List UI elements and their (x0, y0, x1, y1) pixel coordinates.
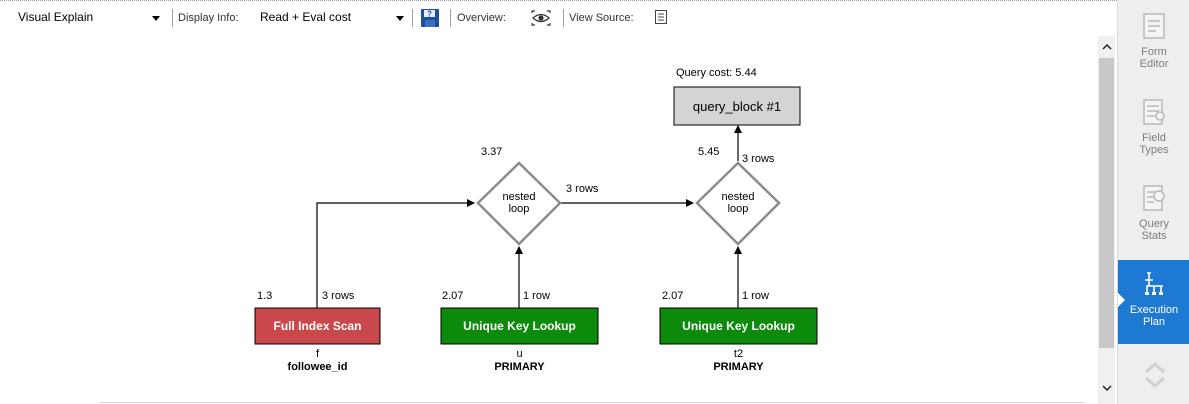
unique-key-lookup-u-shape (440, 307, 599, 345)
view-source-label: View Source: (569, 12, 634, 24)
view-select[interactable]: Visual Explain (18, 10, 94, 24)
scroll-up-arrow-icon[interactable] (1098, 38, 1115, 55)
panel-label-line: Field (1142, 132, 1166, 144)
key-name-primary-t2: PRIMARY (713, 361, 764, 373)
display-info-chevron-down-icon[interactable] (396, 16, 404, 21)
nested-loop-1-shape (476, 161, 562, 246)
execution-plan-diagram (254, 86, 818, 345)
full-index-scan-rows: 3 rows (322, 290, 355, 302)
panel-label-line: Plan (1142, 316, 1166, 328)
panel-label-line: Editor (1139, 58, 1169, 70)
nested-loop-2-shape (695, 161, 781, 246)
field-types-icon (1143, 99, 1165, 125)
toolbar-separator (412, 9, 413, 27)
toolbar: Visual Explain Display Info: Read + Eval… (0, 1, 1110, 35)
top-border (0, 0, 1189, 1)
nested-loop-2-label-line2: loop (727, 203, 749, 215)
canvas-bottom-border (100, 402, 1085, 403)
display-info-select[interactable]: Read + Eval cost (260, 10, 352, 24)
nested-loop-2-rows: 3 rows (742, 153, 775, 165)
lookup-u-rows: 1 row (523, 290, 550, 302)
panel-label-line: Query (1139, 218, 1169, 230)
view-select-chevron-down-icon[interactable] (152, 16, 160, 21)
document-icon[interactable] (655, 10, 667, 24)
edge-full-index-scan-to-loop1 (316, 199, 475, 308)
vertical-scrollbar[interactable] (1098, 36, 1115, 404)
panel-label-field-types: Field Types (1118, 132, 1189, 156)
side-panel: Form Editor Field Types Query Stats (1117, 0, 1189, 404)
toolbar-separator (172, 9, 173, 27)
full-index-scan-node[interactable]: Full Index Scan (273, 319, 362, 333)
panel-label-line: Types (1139, 144, 1169, 156)
toolbar-separator (563, 9, 564, 27)
eye-icon[interactable] (530, 10, 552, 26)
unique-key-lookup-u-node[interactable]: Unique Key Lookup (463, 319, 576, 333)
nested-loop-1-rows: 3 rows (566, 183, 599, 195)
unique-key-lookup-t2-node[interactable]: Unique Key Lookup (682, 319, 795, 333)
form-editor-icon (1143, 13, 1165, 39)
lookup-t2-rows: 1 row (742, 290, 769, 302)
unique-key-lookup-t2-shape (659, 307, 818, 345)
full-index-scan-cost: 1.3 (257, 290, 273, 302)
panel-item-field-types[interactable]: Field Types (1118, 88, 1189, 172)
panel-label-line: Form (1141, 46, 1167, 58)
visual-explain-canvas: Query cost: 5.44 query_block #1 3.37 nes… (0, 36, 1098, 404)
panel-label-line: Execution (1129, 304, 1179, 316)
toolbar-separator (450, 9, 451, 27)
lookup-t2-cost: 2.07 (662, 290, 684, 302)
active-pointer-icon (1118, 293, 1125, 307)
scrollbar-thumb[interactable] (1099, 58, 1114, 348)
panel-item-form-editor[interactable]: Form Editor (1118, 2, 1189, 86)
query-block-label[interactable]: query_block #1 (692, 98, 782, 114)
query-block-shape (673, 86, 801, 126)
panel-label-line: Stats (1141, 230, 1167, 242)
key-name-primary-u: PRIMARY (494, 361, 545, 373)
key-name-followee-id: followee_id (287, 361, 348, 373)
overview-label: Overview: (457, 12, 506, 24)
table-name-t2: t2 (733, 348, 744, 360)
panel-item-execution-plan[interactable]: Execution Plan (1118, 260, 1189, 344)
nested-loop-1-cost: 3.37 (481, 146, 503, 158)
full-index-scan-shape (254, 307, 381, 345)
table-name-f: f (315, 348, 320, 360)
panel-label-execution-plan: Execution Plan (1118, 304, 1189, 328)
nested-loop-2[interactable]: nested loop (708, 191, 768, 215)
query-stats-icon (1143, 185, 1165, 211)
nested-loop-2-cost: 5.45 (698, 146, 720, 158)
save-icon[interactable]: ? (420, 8, 440, 28)
table-name-u: u (516, 348, 523, 360)
execution-plan-icon (1145, 272, 1163, 295)
panel-scroll-chevrons-icon[interactable] (1142, 358, 1168, 392)
panel-label-form-editor: Form Editor (1118, 46, 1189, 70)
panel-label-query-stats: Query Stats (1118, 218, 1189, 242)
nested-loop-1-label-line2: loop (508, 203, 530, 215)
panel-item-query-stats[interactable]: Query Stats (1118, 174, 1189, 258)
display-info-label: Display Info: (178, 12, 239, 24)
nested-loop-1-label-line1: nested (502, 191, 536, 203)
nested-loop-2-label-line1: nested (721, 191, 755, 203)
scroll-down-arrow-icon[interactable] (1098, 380, 1115, 397)
svg-text:?: ? (427, 10, 432, 19)
lookup-u-cost: 2.07 (442, 290, 464, 302)
nested-loop-1[interactable]: nested loop (489, 191, 549, 215)
query-cost-label: Query cost: 5.44 (676, 67, 757, 79)
